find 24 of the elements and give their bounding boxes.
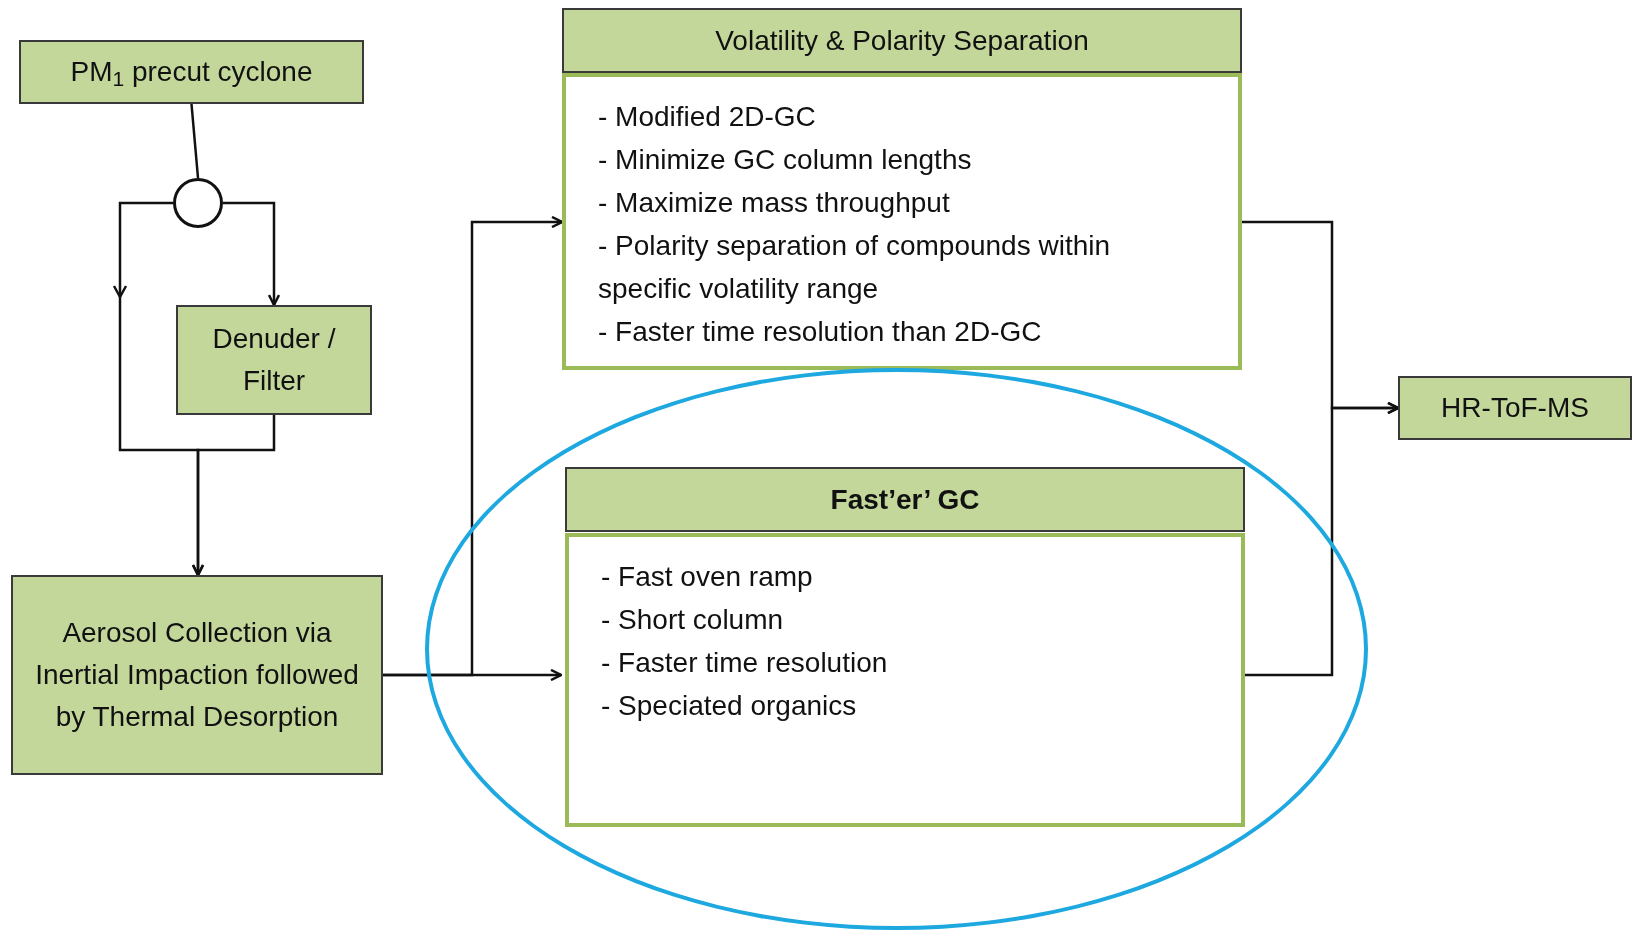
box-label: PM$_{1}$ precut cyclone bbox=[70, 55, 313, 93]
box-label: Fast’er’ GC bbox=[830, 482, 980, 517]
highlight-ellipse bbox=[425, 368, 1368, 930]
description-box bbox=[562, 73, 1242, 370]
bullet-text: - Faster time resolution than 2D-GC bbox=[598, 315, 1043, 349]
bullet-text: - Maximize mass throughput bbox=[598, 186, 951, 220]
box-label: Aerosol Collection via Inertial Impaction followed by Thermal Desorption bbox=[34, 616, 360, 734]
process-box bbox=[11, 575, 383, 775]
process-box bbox=[1398, 376, 1632, 440]
process-box bbox=[19, 40, 364, 104]
bullet-text: - Short column bbox=[601, 603, 785, 637]
bullet-text: - Polarity separation of compounds within specific volatility range bbox=[598, 229, 1112, 306]
header-box bbox=[562, 8, 1242, 73]
box-label: HR-ToF-MS bbox=[1441, 391, 1589, 425]
box-label: Volatility & Polarity Separation bbox=[715, 23, 1089, 58]
box-label: Denuder / Filter bbox=[211, 322, 337, 398]
bullet-text: - Fast oven ramp bbox=[601, 560, 814, 594]
process-box bbox=[176, 305, 372, 415]
bullet-text: - Speciated organics bbox=[601, 689, 858, 723]
header-box bbox=[565, 467, 1245, 532]
description-box bbox=[565, 533, 1245, 827]
bullet-text: - Minimize GC column lengths bbox=[598, 143, 973, 177]
bullet-text: - Modified 2D-GC bbox=[598, 100, 817, 134]
bullet-text: - Faster time resolution bbox=[601, 646, 889, 680]
